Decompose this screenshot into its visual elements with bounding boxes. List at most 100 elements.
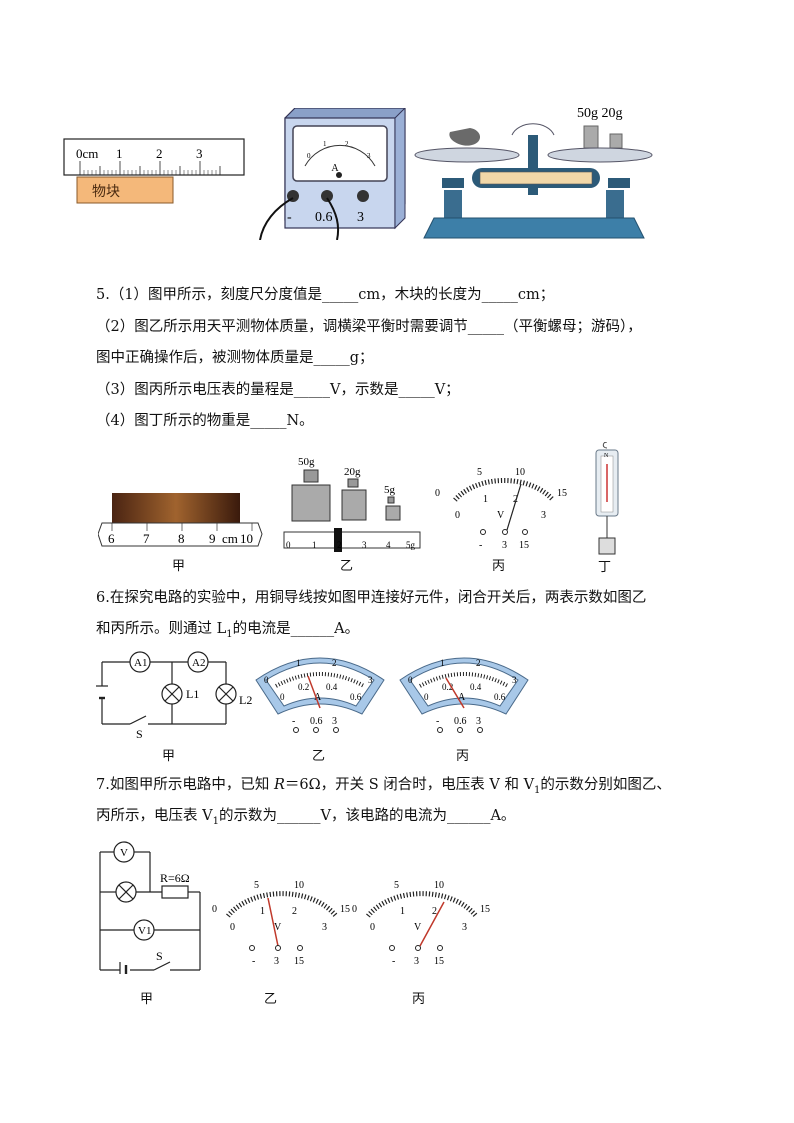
svg-text:-: -	[436, 716, 439, 727]
svg-text:0.4: 0.4	[326, 682, 338, 692]
svg-text:0: 0	[455, 510, 460, 521]
svg-text:L1: L1	[186, 687, 199, 701]
q7-caption-bing: 丙	[412, 992, 426, 1007]
svg-text:3: 3	[367, 152, 371, 160]
svg-text:3: 3	[502, 540, 507, 551]
svg-text:0: 0	[424, 692, 429, 702]
svg-text:15: 15	[340, 904, 350, 915]
q7-voltmeter-bing-figure: 0 5 10 15 0 1 2 3 V - 3 15	[352, 880, 490, 967]
svg-text:1: 1	[440, 658, 445, 668]
q7-circuit-figure: V R=6Ω V1 S	[99, 841, 201, 974]
svg-text:0: 0	[370, 922, 375, 933]
svg-text:A: A	[458, 692, 466, 703]
svg-text:L2: L2	[239, 693, 252, 707]
svg-text:S: S	[156, 949, 163, 963]
svg-text:10: 10	[240, 531, 253, 546]
svg-text:S: S	[136, 727, 143, 740]
q5-line-1: 5.（1）图甲所示，刻度尺分度值是_____cm，木块的长度为_____cm；	[96, 287, 555, 303]
svg-text:5: 5	[477, 467, 482, 478]
svg-text:0.4: 0.4	[470, 682, 482, 692]
svg-text:0: 0	[435, 488, 440, 499]
q6-ammeter-bing-figure: 0 1 2 3 0 0.2 0.4 0.6 A - 0.6 3	[399, 657, 529, 733]
svg-text:0: 0	[212, 904, 217, 915]
q7-caption-jia: 甲	[140, 992, 154, 1007]
q5-line-2: （2）图乙所示用天平测物体质量，调横梁平衡时需要调节_____（平衡螺母；游码）…	[96, 319, 642, 335]
svg-text:A: A	[314, 692, 322, 703]
svg-text:15: 15	[294, 956, 304, 967]
svg-text:0.6: 0.6	[350, 692, 362, 702]
svg-text:V: V	[274, 922, 282, 933]
svg-text:-: -	[479, 540, 482, 551]
svg-text:0: 0	[307, 152, 311, 160]
ruler-label-0: 0cm	[76, 146, 98, 161]
q6-circuit-figure: A1 A2 L1 L2 S	[96, 651, 252, 740]
q6-caption-bing: 丙	[456, 749, 470, 764]
weights-beam-figure: 50g 20g 5g 0 1 2 3 4 5g	[283, 456, 421, 552]
q5-line-3: 图中正确操作后，被测物体质量是_____g；	[96, 350, 374, 366]
svg-text:1: 1	[323, 140, 327, 148]
svg-text:15: 15	[557, 488, 567, 499]
svg-text:-: -	[392, 956, 395, 967]
svg-text:0.2: 0.2	[442, 682, 453, 692]
terminal-3: 3	[357, 210, 364, 225]
svg-text:3: 3	[362, 540, 367, 550]
ammeter-unit: A	[331, 163, 339, 174]
svg-text:5: 5	[394, 880, 399, 891]
svg-text:V1: V1	[138, 925, 151, 937]
q5-caption-ding: 丁	[598, 560, 612, 575]
ammeter-box-figure: A 0 1 2 3 - 0.6 3	[259, 108, 406, 240]
svg-text:10: 10	[434, 880, 444, 891]
svg-text:9: 9	[209, 531, 216, 546]
q6-caption-yi: 乙	[312, 749, 326, 764]
wood-ruler-figure: 6 7 8 9 cm 10	[98, 493, 263, 547]
svg-text:0: 0	[352, 904, 357, 915]
svg-text:3: 3	[414, 956, 419, 967]
svg-text:0.6: 0.6	[494, 692, 506, 702]
svg-text:3: 3	[368, 675, 373, 685]
ruler-label-2: 2	[156, 146, 163, 161]
svg-text:6: 6	[108, 531, 115, 546]
terminal-0-6: 0.6	[315, 210, 333, 225]
svg-text:3: 3	[541, 510, 546, 521]
q5-caption-yi: 乙	[340, 559, 354, 574]
q6-caption-jia: 甲	[162, 749, 176, 764]
svg-text:1: 1	[483, 494, 488, 505]
terminal-minus: -	[287, 210, 292, 225]
svg-text:N: N	[604, 453, 609, 459]
svg-text:0: 0	[264, 675, 269, 685]
q5-voltmeter-figure: 0 5 10 15 0 1 2 3 V - 3 15	[435, 467, 567, 551]
svg-text:0.6: 0.6	[310, 716, 323, 727]
svg-text:4: 4	[386, 540, 391, 550]
svg-text:7: 7	[143, 531, 150, 546]
svg-text:R=6Ω: R=6Ω	[160, 871, 190, 885]
svg-text:2: 2	[292, 906, 297, 917]
svg-text:1: 1	[260, 906, 265, 917]
svg-text:0: 0	[280, 692, 285, 702]
svg-text:1: 1	[296, 658, 301, 668]
svg-text:0: 0	[230, 922, 235, 933]
svg-text:V: V	[120, 847, 128, 859]
svg-text:2: 2	[345, 140, 349, 148]
q7-line-2: 丙所示，电压表 V1的示数为______V，该电路的电流为______A。	[96, 808, 516, 827]
svg-text:0.6: 0.6	[454, 716, 467, 727]
svg-text:1: 1	[400, 906, 405, 917]
svg-text:0: 0	[286, 540, 291, 550]
svg-text:10: 10	[515, 467, 525, 478]
svg-text:A2: A2	[192, 657, 205, 669]
svg-text:V: V	[497, 510, 505, 521]
ruler-label-3: 3	[196, 146, 203, 161]
q6-line-1: 6.在探究电路的实验中，用铜导线按如图甲连接好元件，闭合开关后，两表示数如图乙	[96, 590, 647, 606]
q6-ammeter-yi-figure: 0 1 2 3 0 0.2 0.4 0.6 A - 0.6 3	[255, 657, 385, 733]
svg-text:3: 3	[332, 716, 337, 727]
svg-text:15: 15	[519, 540, 529, 551]
q5-line-5: （4）图丁所示的物重是_____N。	[96, 413, 314, 429]
q5-caption-bing: 丙	[492, 559, 506, 574]
ruler-label-1: 1	[116, 146, 123, 161]
block-label: 物块	[92, 184, 120, 200]
svg-text:15: 15	[480, 904, 490, 915]
svg-text:0.2: 0.2	[298, 682, 309, 692]
svg-text:3: 3	[462, 922, 467, 933]
svg-text:-: -	[292, 716, 295, 727]
svg-text:8: 8	[178, 531, 185, 546]
svg-text:5g: 5g	[406, 540, 416, 550]
